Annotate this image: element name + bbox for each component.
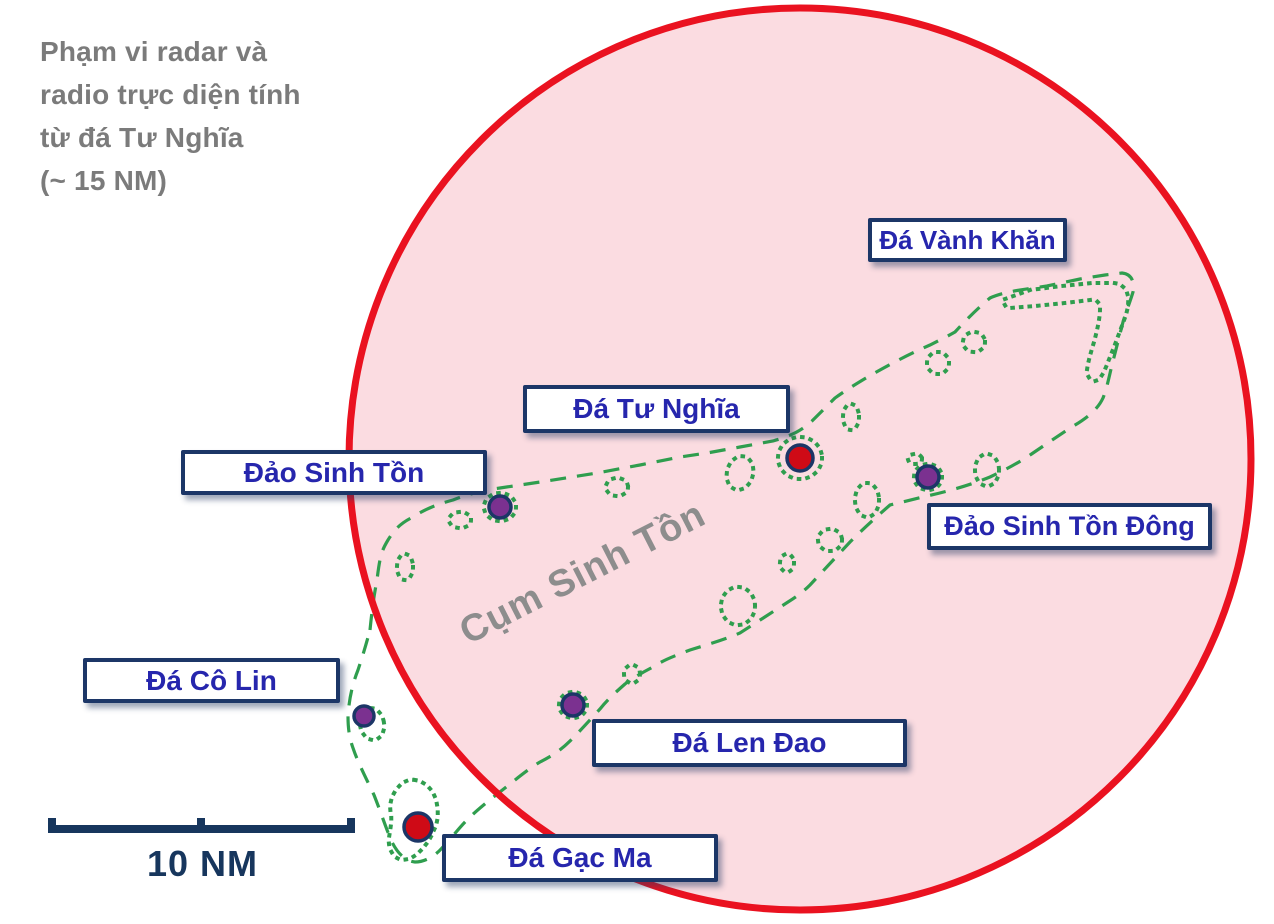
marker-da-gac-ma xyxy=(402,811,434,843)
reef-outline xyxy=(395,552,415,582)
reef-outline xyxy=(724,454,756,492)
marker-da-tu-nghia xyxy=(785,443,815,473)
reef-outline xyxy=(925,350,951,376)
label-da-gac-ma: Đá Gạc Ma xyxy=(442,834,718,882)
marker-dao-sinh-ton-dong xyxy=(915,464,941,490)
reef-outline xyxy=(841,402,861,432)
reef-outline xyxy=(816,527,844,553)
reef-outline xyxy=(906,452,924,466)
marker-da-len-dao xyxy=(560,692,586,718)
reef-outline xyxy=(447,510,473,530)
label-da-tu-nghia: Đá Tư Nghĩa xyxy=(523,385,790,433)
label-dao-sinh-ton-dong: Đảo Sinh Tồn Đông xyxy=(927,503,1212,550)
label-da-co-lin: Đá Cô Lin xyxy=(83,658,340,703)
scale-bar xyxy=(48,818,355,833)
reef-outline-len-dao xyxy=(557,690,589,720)
label-da-len-dao: Đá Len Đao xyxy=(592,719,907,767)
reef-outline-gac-ma xyxy=(386,777,440,862)
reef-outline xyxy=(961,330,987,354)
reef-outline-sinh-ton-dong xyxy=(912,462,944,492)
label-da-vanh-khan: Đá Vành Khăn xyxy=(868,218,1067,262)
reef-outline xyxy=(853,481,881,519)
reef-outline xyxy=(719,585,757,627)
marker-da-co-lin xyxy=(352,704,376,728)
reef-outline-sinh-ton xyxy=(482,491,518,523)
reef-outline xyxy=(778,552,796,574)
reef-outline xyxy=(604,476,630,498)
reef-outline-vanh-khan xyxy=(1002,281,1131,384)
label-dao-sinh-ton: Đảo Sinh Tồn xyxy=(181,450,487,495)
radar-range-annotation: Phạm vi radar và radio trực diện tính từ… xyxy=(40,36,301,196)
reef-outline xyxy=(973,452,1001,488)
atoll-boundary-dashed xyxy=(346,271,1136,864)
marker-dao-sinh-ton xyxy=(487,494,513,520)
reef-outline xyxy=(622,663,642,685)
reef-outline-tu-nghia xyxy=(776,435,824,481)
scale-bar-label: 10 NM xyxy=(146,843,259,884)
